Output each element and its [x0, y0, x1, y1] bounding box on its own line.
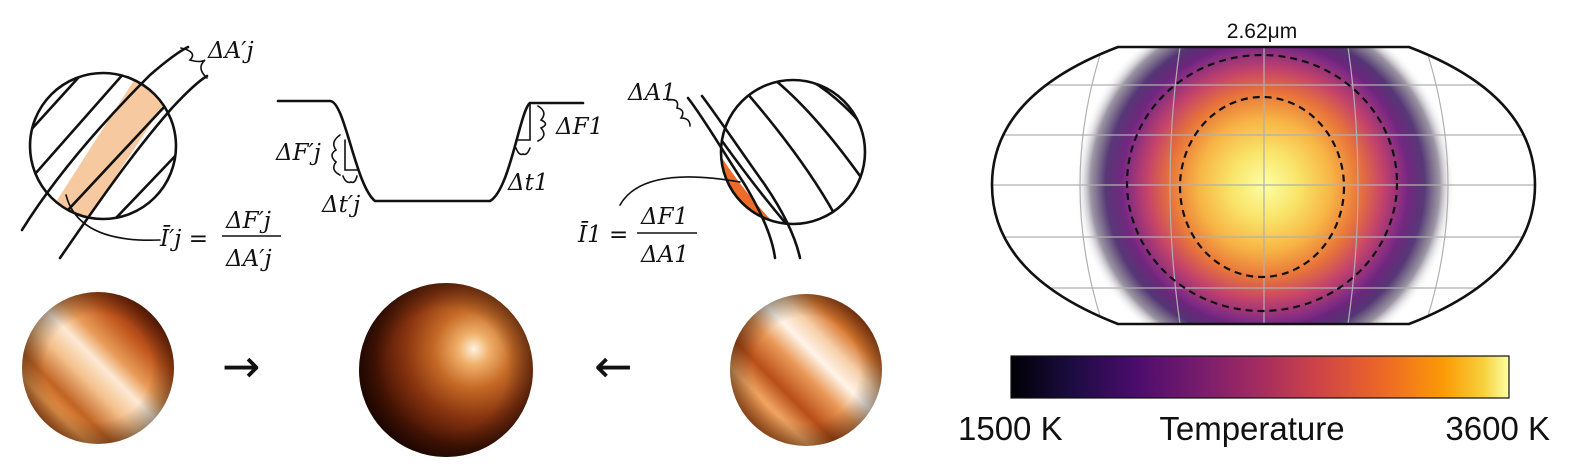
temperature-map	[990, 45, 1537, 326]
delta-f-1-label: ΔF1	[555, 114, 603, 140]
intensity-1-denominator: ΔA1	[640, 242, 689, 268]
wavelength-label: 2.62μm	[1227, 20, 1297, 43]
delta-t-j-label: Δt′j	[321, 192, 360, 218]
colorbar-max-label: 3600 K	[1445, 410, 1550, 447]
arrow-right-icon: →	[222, 339, 261, 393]
delta-t-1-label: Δt1	[507, 170, 549, 196]
intensity-1-lhs: Ī1 =	[577, 222, 628, 248]
right-sphere-sketch: ΔA1 Ī1 = ΔF1 ΔA1	[577, 78, 867, 268]
intensity-j-lhs: Ī′j =	[159, 226, 208, 252]
left-highlight-strip	[30, 73, 176, 219]
intensity-j-denominator: ΔA′j	[225, 246, 272, 272]
colorbar-gradient	[1010, 355, 1510, 399]
slice-map-right	[730, 294, 882, 446]
contour-outer	[1125, 53, 1399, 313]
left-sphere-sketch: ΔA′j Ī′j = ΔF′j ΔA′j	[20, 38, 281, 272]
colorbar: 1500 K Temperature 3600 K	[958, 355, 1550, 447]
colorbar-min-label: 1500 K	[958, 410, 1063, 447]
colorbar-title: Temperature	[1159, 410, 1344, 447]
slice-map-left	[22, 292, 174, 444]
delta-f-j-label: ΔF′j	[275, 140, 321, 166]
arrow-left-icon: ←	[594, 339, 633, 393]
combined-map-center	[359, 283, 533, 457]
contour-inner	[1178, 95, 1346, 279]
transit-light-curve: ΔF′j Δt′j ΔF1 Δt1	[275, 99, 603, 218]
delta-a-j-label: ΔA′j	[207, 38, 254, 64]
delta-a-1-label: ΔA1	[627, 80, 676, 106]
right-highlight-cap	[721, 120, 790, 224]
intensity-1-numerator: ΔF1	[640, 204, 688, 230]
intensity-j-numerator: ΔF′j	[225, 208, 271, 234]
map-graticule	[992, 47, 1535, 324]
map-border	[990, 45, 1537, 326]
